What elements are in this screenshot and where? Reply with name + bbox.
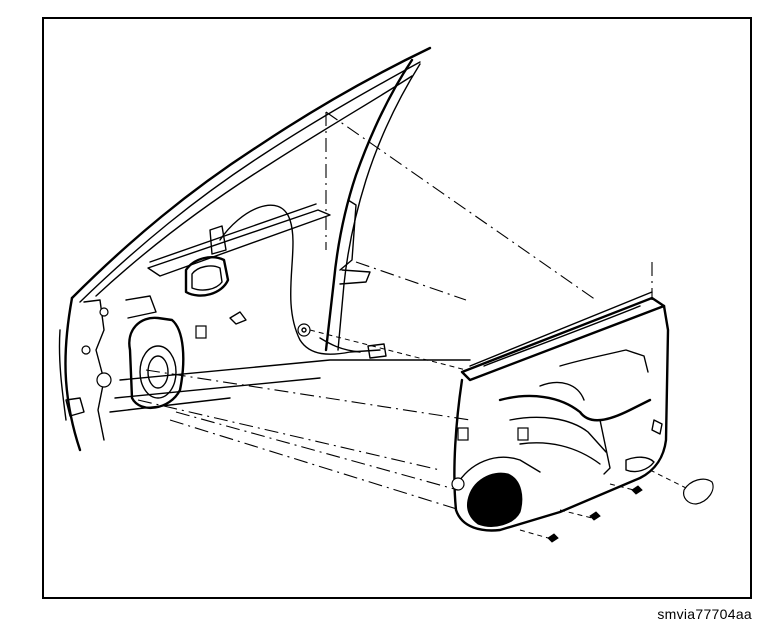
door-trim-panel	[451, 291, 714, 543]
exploded-view-leader-lines	[137, 111, 687, 539]
figure-id-caption: smvia77704aa	[657, 606, 752, 622]
door-frame-body	[58, 46, 471, 452]
